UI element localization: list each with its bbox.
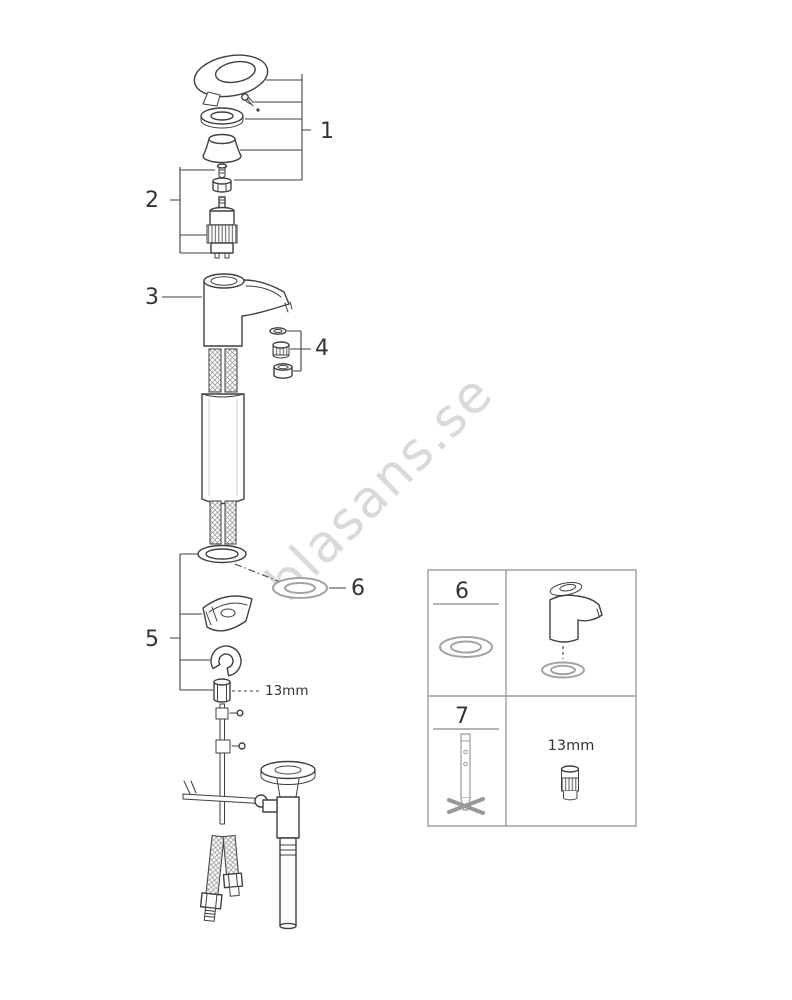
table-item6-label: 6 <box>455 579 469 604</box>
table-tool-size-label: 13mm <box>548 738 595 754</box>
base-column-drawing <box>201 393 245 505</box>
callout-3-label: 3 <box>145 285 159 310</box>
o-ring-drawing <box>197 544 247 564</box>
callout-5-label: 5 <box>145 627 159 652</box>
dome-cap-drawing <box>202 133 242 164</box>
handle-screw-drawing <box>241 93 260 112</box>
cartridge-group: 2 <box>145 163 238 259</box>
table-faucet-drawing <box>541 581 603 679</box>
horseshoe-washer-drawing <box>210 645 242 677</box>
faucet-body-drawing <box>203 279 290 347</box>
callout-4-leader <box>287 330 311 372</box>
callout-1-leader <box>234 74 311 181</box>
wedge-drawing <box>202 595 253 632</box>
handle-assembly-group: 1 <box>193 54 334 181</box>
drain-assembly-group <box>260 760 316 930</box>
table-gasket-drawing <box>439 636 493 658</box>
callout-2-label: 2 <box>145 188 159 213</box>
aerator-group: 4 <box>269 327 329 379</box>
mousseur-drawing <box>272 341 290 359</box>
callout-4-label: 4 <box>315 336 329 361</box>
mounting-group: 13mm 5 <box>145 544 308 703</box>
cartridge-drawing <box>206 196 238 259</box>
table-item7-label: 7 <box>455 704 469 729</box>
popup-rod-group <box>182 703 268 825</box>
cartridge-screw-drawing <box>216 163 228 179</box>
faucet-body-group: 3 <box>145 273 293 347</box>
callout-6-label: 6 <box>351 576 365 601</box>
supply-hoses-group <box>199 835 244 922</box>
table-adapter-drawing <box>560 765 580 801</box>
cartridge-nut-drawing <box>212 177 232 193</box>
body-column-group <box>201 348 245 545</box>
table-tool-drawing <box>447 733 485 815</box>
callout-1-label: 1 <box>320 119 334 144</box>
watermark-text: blasans.se <box>255 363 505 613</box>
callout-2-leader <box>170 167 215 254</box>
lever-handle-drawing <box>193 54 269 98</box>
handle-base-drawing <box>202 91 221 107</box>
mounting-nut-drawing <box>213 678 231 703</box>
aerator-sleeve-drawing <box>273 363 293 379</box>
gasket-group: 6 <box>272 576 365 601</box>
callout-5-leader <box>170 553 213 691</box>
nut-size-label: 13mm <box>265 683 308 699</box>
parts-table: 6 7 13mm <box>427 569 637 827</box>
escutcheon-ring-drawing <box>200 107 244 129</box>
